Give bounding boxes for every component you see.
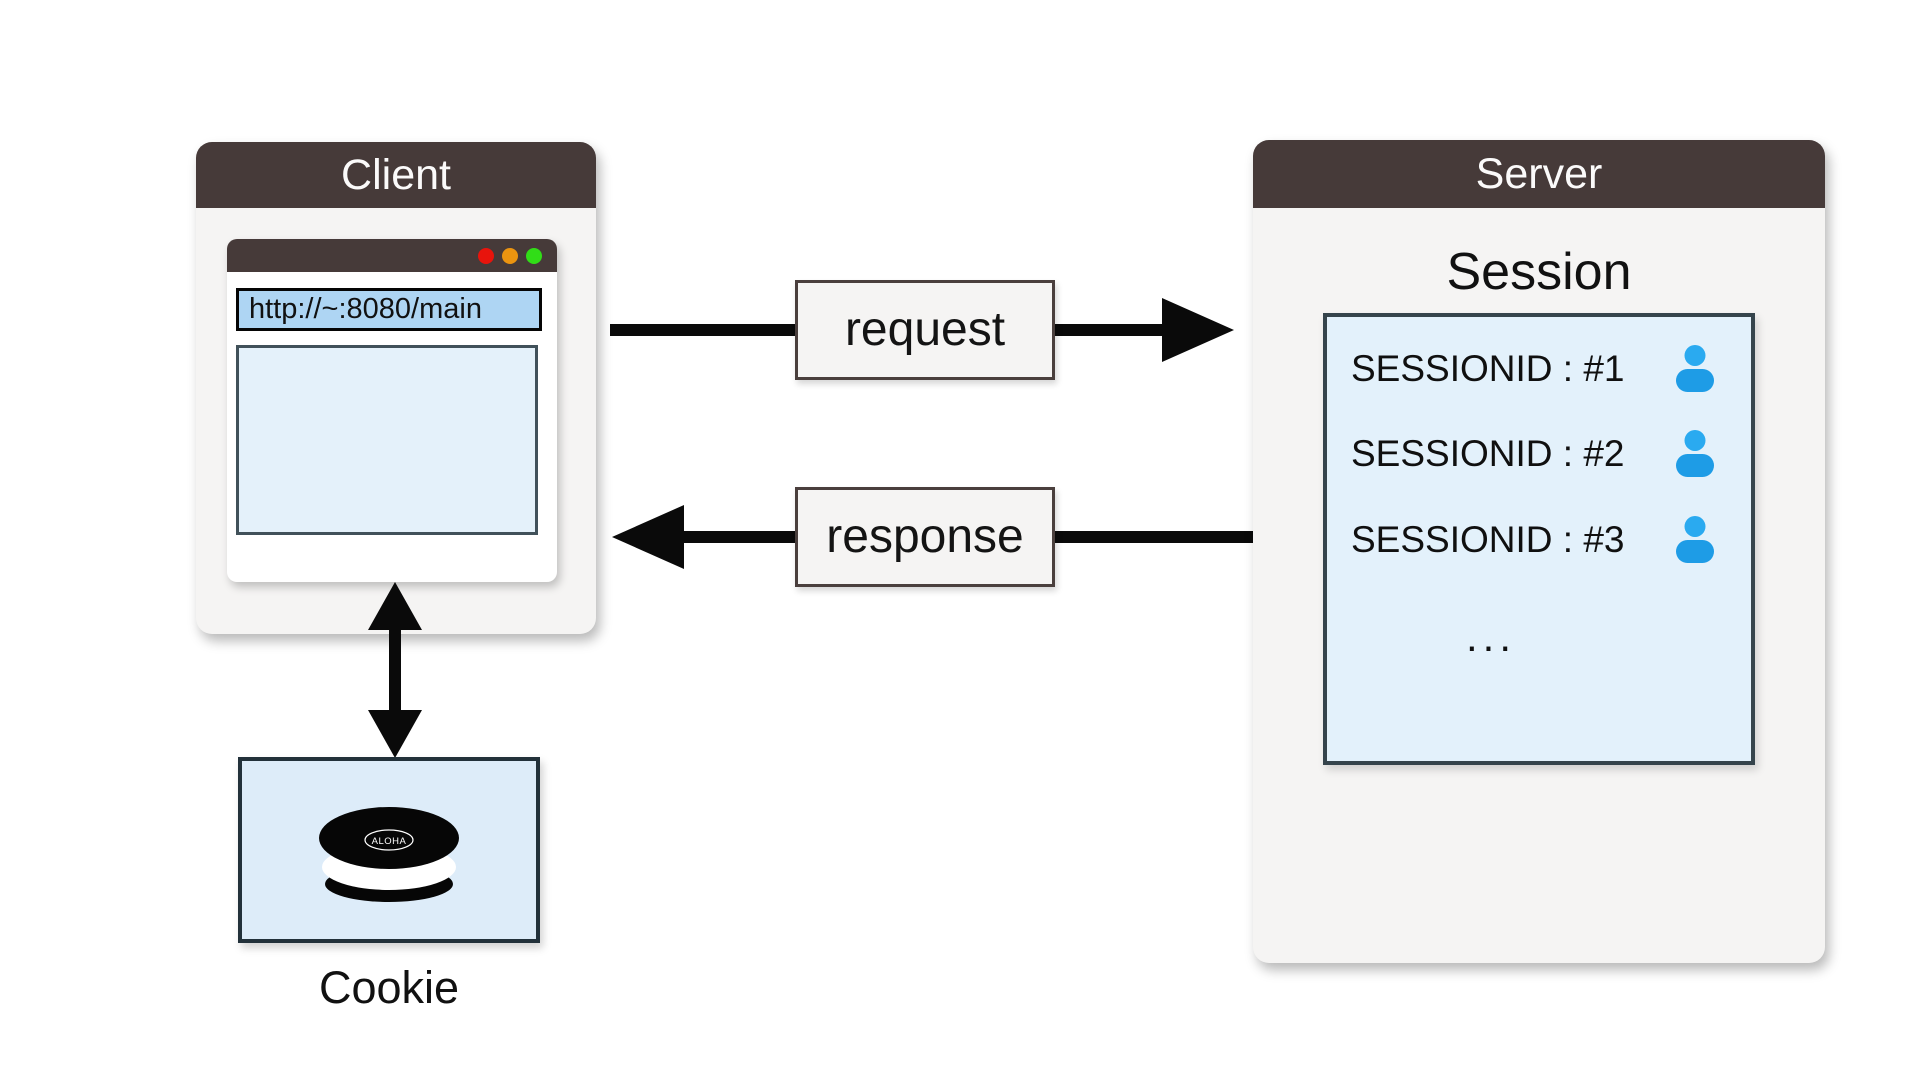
url-text: http://~:8080/main (249, 293, 482, 325)
traffic-light-green-icon (526, 248, 542, 264)
user-icon (1676, 345, 1714, 392)
session-id-text: SESSIONID : #3 (1351, 519, 1625, 560)
client-panel: Client http://~:8080/main (196, 142, 596, 634)
request-label-text: request (844, 303, 1006, 356)
session-table: SESSIONID : #1 SESSIONID : #2 SESSIONID … (1323, 313, 1755, 765)
cookie-box: ALOHA (238, 757, 540, 943)
cookie-brand-text: ALOHA (372, 836, 407, 847)
cookie-icon: ALOHA (319, 807, 459, 902)
url-bar: http://~:8080/main (236, 288, 542, 331)
user-icon (1676, 516, 1714, 563)
response-label: response (795, 487, 1055, 587)
browser-titlebar (227, 239, 557, 272)
traffic-light-red-icon (478, 248, 494, 264)
browser-viewport (236, 345, 538, 535)
server-title: Server (1475, 150, 1603, 198)
server-panel-header: Server (1253, 140, 1825, 208)
traffic-light-orange-icon (502, 248, 518, 264)
session-title: Session (1446, 243, 1632, 301)
client-title: Client (341, 151, 451, 199)
server-panel: Server Session SESSIONID : #1 SESSIONID … (1253, 140, 1825, 963)
session-row: SESSIONID : #3 (1351, 512, 1715, 568)
client-panel-header: Client (196, 142, 596, 208)
bidirectional-arrow-icon (368, 582, 422, 758)
session-id-text: SESSIONID : #2 (1351, 433, 1625, 474)
session-row: SESSIONID : #1 (1351, 341, 1715, 397)
cookie-caption: Cookie (318, 962, 460, 1013)
traffic-lights (478, 248, 542, 264)
session-id-text: SESSIONID : #1 (1351, 348, 1625, 389)
session-more-indicator: ... (1465, 613, 1516, 660)
browser-window: http://~:8080/main (227, 239, 557, 582)
user-icon (1676, 430, 1714, 477)
session-row: SESSIONID : #2 (1351, 426, 1715, 482)
response-label-text: response (826, 510, 1024, 563)
request-label: request (795, 280, 1055, 380)
